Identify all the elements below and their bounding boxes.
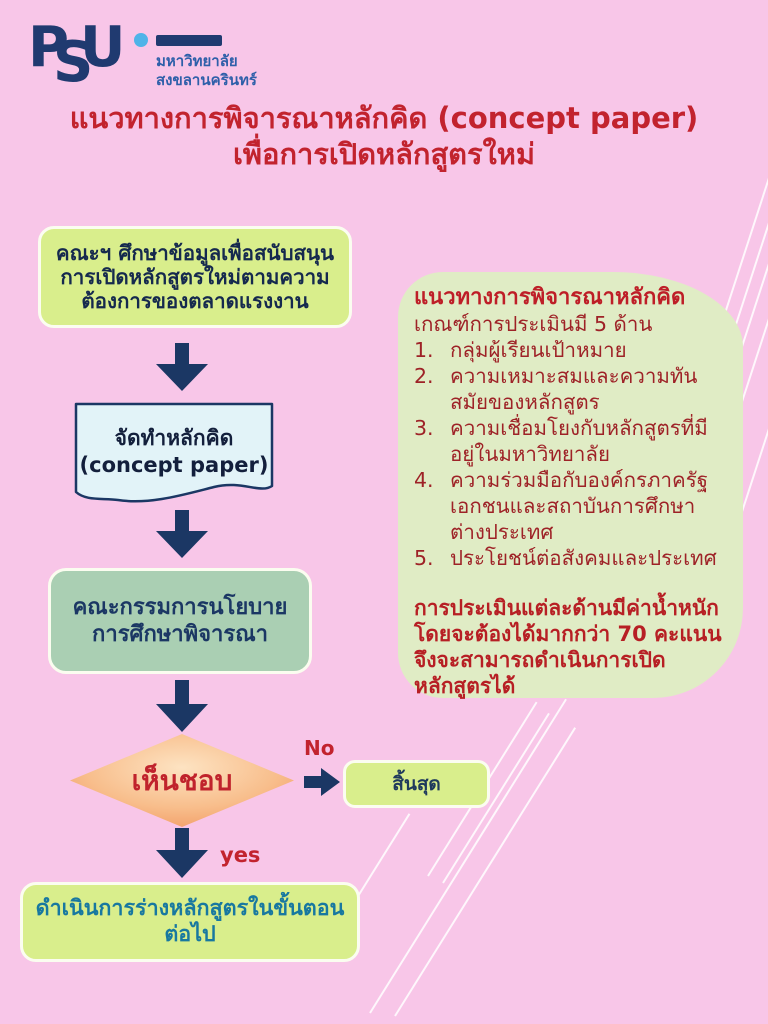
criteria-item-text: ความร่วมมือกับองค์กรภาครัฐ​เอกชนและสถาบั… [450, 468, 709, 544]
document-label-line2: (concept paper) [79, 453, 269, 477]
flow-step-document-label: จัดทำหลักคิด (concept paper) [74, 410, 274, 494]
arrow-down-icon [156, 680, 208, 732]
flow-step-document: จัดทำหลักคิด (concept paper) [74, 402, 274, 508]
logo-dot-icon [134, 33, 148, 47]
arrow-down-icon [156, 343, 208, 391]
decision-label: เห็นชอบ [131, 763, 233, 797]
university-name: มหาวิทยาลัย สงขลานครินทร์ [156, 52, 257, 90]
arrow-down-icon [156, 828, 208, 878]
diamond-shape-icon [70, 734, 294, 827]
arrow-down-icon [156, 510, 208, 558]
criteria-item-text: ความเหมาะสมและความทันสมัย​ของหลักสูตร [450, 364, 698, 414]
psu-monogram-letter: S [53, 30, 94, 95]
flow-end-label: สิ้นสุด [392, 773, 441, 795]
page-title-line2: เพื่อการเปิดหลักสูตรใหม่ [233, 137, 535, 171]
page-title-line1: แนวทางการพิจารณาหลักคิด (concept paper) [69, 101, 699, 135]
criteria-item-number: 5. [414, 546, 434, 570]
document-shape-icon [74, 402, 274, 503]
psu-monogram-letter: U [80, 15, 126, 80]
criteria-item-1: 1. กลุ่มผู้เรียนเป้าหมาย [414, 337, 729, 363]
diagonal-line-decoration [369, 698, 567, 1014]
criteria-item-number: 4. [414, 468, 434, 492]
psu-monogram-letter: P [28, 15, 70, 80]
flow-final-box: ดำเนินการร่างหลักสูตรในขั้นตอน​ต่อไป [20, 882, 360, 962]
criteria-item-text: กลุ่มผู้เรียนเป้าหมาย [450, 338, 627, 362]
flow-final-label: ดำเนินการร่างหลักสูตรในขั้นตอน​ต่อไป [35, 896, 345, 947]
flow-step-committee-label: คณะกรรมการ​นโยบายการศึกษา​พิจารณา [72, 595, 288, 647]
panel-heading: แนวทางการพิจารณาหลักคิด [414, 285, 686, 310]
yes-branch-label: yes [220, 843, 261, 867]
arrow-right-icon [304, 768, 340, 796]
no-branch-label: No [304, 736, 335, 760]
university-name-line2: สงขลานครินทร์ [156, 71, 257, 89]
criteria-item-text: ประโยชน์ต่อสังคมและประเทศ [450, 546, 717, 570]
criteria-item-number: 2. [414, 364, 434, 388]
criteria-item-number: 3. [414, 416, 434, 440]
flow-step-research-box: คณะฯ ศึกษาข้อมูลเพื่อ​สนับสนุนการเปิดหลั… [38, 226, 352, 328]
psu-logo: P S U มหาวิทยาลัย สงขลานครินทร์ [28, 20, 258, 104]
flow-end-box: สิ้นสุด [343, 760, 490, 808]
criteria-item-5: 5. ประโยชน์ต่อสังคมและประเทศ [414, 545, 729, 571]
logo-bar-icon [156, 35, 222, 46]
page-title: แนวทางการพิจารณาหลักคิด (concept paper) … [0, 100, 768, 172]
decision-diamond: เห็นชอบ [69, 733, 295, 828]
university-name-line1: มหาวิทยาลัย [156, 52, 238, 70]
criteria-panel: แนวทางการพิจารณาหลักคิด เกณฑ์การประเมินม… [398, 272, 743, 698]
criteria-item-text: ความเชื่อมโยงกับหลักสูตรที่มี​อยู่ในมหาว… [450, 416, 708, 466]
flow-step-research-label: คณะฯ ศึกษาข้อมูลเพื่อ​สนับสนุนการเปิดหลั… [55, 241, 335, 313]
flow-step-committee-box: คณะกรรมการ​นโยบายการศึกษา​พิจารณา [48, 568, 312, 674]
criteria-item-2: 2. ความเหมาะสมและความทันสมัย​ของหลักสูตร [414, 363, 729, 415]
criteria-item-4: 4. ความร่วมมือกับองค์กรภาครัฐ​เอกชนและสถ… [414, 467, 729, 545]
criteria-item-number: 1. [414, 338, 434, 362]
panel-note: การประเมินแต่ละด้านมีค่าน้ำหนัก​โดยจะต้อ… [414, 596, 722, 698]
document-label-line1: จัดทำหลักคิด [114, 426, 234, 450]
panel-subheading: เกณฑ์การประเมินมี 5 ด้าน [414, 312, 653, 336]
criteria-item-3: 3. ความเชื่อมโยงกับหลักสูตรที่มี​อยู่ในม… [414, 415, 729, 467]
